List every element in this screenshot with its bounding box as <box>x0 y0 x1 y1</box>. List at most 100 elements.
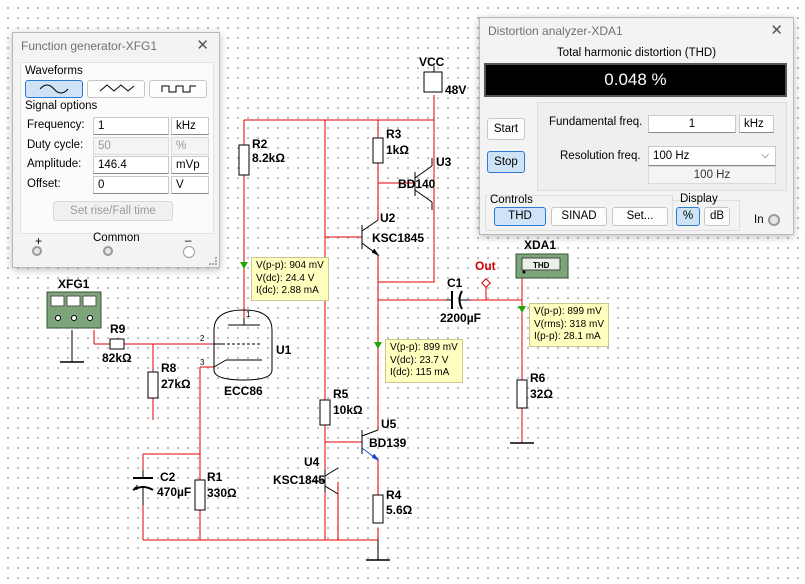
out-connector[interactable] <box>481 278 491 288</box>
terminal-plus-connector[interactable] <box>32 246 42 256</box>
display-label: Display <box>680 193 718 205</box>
r9-name: R9 <box>110 322 126 336</box>
sine-wave-button[interactable] <box>25 80 83 98</box>
r9-value: 82kΩ <box>102 351 132 365</box>
amplitude-input[interactable]: 146.4 <box>93 156 169 174</box>
u1-tube[interactable] <box>213 309 273 381</box>
terminal-minus-label: _ <box>185 230 192 242</box>
r4-resistor[interactable] <box>372 494 384 524</box>
terminal-common-connector[interactable] <box>103 246 113 256</box>
probe-out-vpp: V(p-p): 899 mV <box>534 306 602 317</box>
u2-part: KSC1845 <box>372 231 424 245</box>
distortion-analyzer-title: Distortion analyzer-XDA1 <box>488 24 623 38</box>
set-rise-fall-button[interactable]: Set rise/Fall time <box>53 201 173 221</box>
vcc-source[interactable]: VCC 48V <box>419 55 466 97</box>
thd-heading: Total harmonic distortion (THD) <box>556 47 717 59</box>
xda1-icon[interactable] <box>515 253 569 279</box>
u4-transistor[interactable] <box>312 467 339 495</box>
sinad-button[interactable]: SINAD <box>551 207 607 226</box>
r6-resistor[interactable] <box>516 379 528 409</box>
xda1-label: XDA1 <box>524 238 556 252</box>
c2-value: 470µF <box>157 485 191 499</box>
resize-grip-icon[interactable] <box>209 257 217 265</box>
probe-markers <box>240 262 526 349</box>
thd-button[interactable]: THD <box>494 207 546 226</box>
out-label: Out <box>475 259 496 273</box>
db-button[interactable]: dB <box>704 207 730 226</box>
square-wave-button[interactable] <box>149 80 207 98</box>
r2-name: R2 <box>252 137 268 151</box>
fundamental-freq-input[interactable]: 1 <box>648 115 736 133</box>
amplitude-unit[interactable]: mVp <box>171 156 209 174</box>
triangle-wave-button[interactable] <box>87 80 145 98</box>
r3-resistor[interactable] <box>372 137 384 164</box>
fundamental-freq-unit[interactable]: kHz <box>739 115 774 133</box>
c2-capacitor[interactable] <box>132 470 154 505</box>
c1-value: 2200µF <box>440 311 481 325</box>
close-icon[interactable]: ✕ <box>770 22 783 39</box>
distortion-analyzer-window: Distortion analyzer-XDA1 ✕ Total harmoni… <box>479 17 794 235</box>
close-icon[interactable]: ✕ <box>196 37 209 54</box>
offset-input[interactable]: 0 <box>93 176 169 194</box>
start-button[interactable]: Start <box>487 118 525 140</box>
r5-value: 10kΩ <box>333 403 363 417</box>
resolution-freq-readout: 100 Hz <box>648 166 776 184</box>
xfg1-label: XFG1 <box>58 277 90 291</box>
u1-pin1: 1 <box>246 310 251 319</box>
u1-part: ECC86 <box>224 384 263 398</box>
stop-button[interactable]: Stop <box>487 151 525 173</box>
u2-transistor[interactable] <box>361 219 380 257</box>
chevron-down-icon: ⌵ <box>761 150 769 161</box>
r5-resistor[interactable] <box>319 399 331 426</box>
input-connector[interactable] <box>768 214 780 226</box>
u5-transistor[interactable] <box>361 429 380 462</box>
resolution-freq-select[interactable]: 100 Hz ⌵ <box>648 146 776 166</box>
r9-resistor[interactable] <box>109 338 125 350</box>
duty-cycle-unit[interactable]: % <box>171 137 209 155</box>
frequency-label: Frequency: <box>27 119 85 131</box>
probe-plate-idc: I(dc): 2.88 mA <box>256 285 319 296</box>
probe-mid-vpp: V(p-p): 899 mV <box>390 342 458 353</box>
probe-plate: V(p-p): 904 mV V(dc): 24.4 V I(dc): 2.88… <box>251 257 329 301</box>
u1-pin2: 2 <box>200 334 205 343</box>
u3-transistor[interactable] <box>414 158 433 210</box>
r1-name: R1 <box>207 470 223 484</box>
probe-out-vrms: V(rms): 318 mV <box>534 318 605 330</box>
c1-capacitor[interactable] <box>446 290 470 310</box>
u5-part: BD139 <box>369 436 407 450</box>
u2-name: U2 <box>380 211 396 225</box>
set-button[interactable]: Set... <box>612 207 668 226</box>
terminal-minus-connector[interactable] <box>183 246 195 258</box>
xfg1-icon[interactable] <box>46 291 102 329</box>
r8-name: R8 <box>161 361 177 375</box>
percent-button[interactable]: % <box>676 207 700 226</box>
controls-label: Controls <box>490 194 533 206</box>
u1-name: U1 <box>276 343 292 357</box>
probe-mid-vdc: V(dc): 23.7 V <box>390 354 449 366</box>
r2-value: 8.2kΩ <box>252 151 285 165</box>
probe-plate-vpp: V(p-p): 904 mV <box>256 260 324 271</box>
function-generator-titlebar[interactable]: Function generator-XFG1 ✕ <box>13 33 219 59</box>
r3-name: R3 <box>386 127 402 141</box>
function-generator-title: Function generator-XFG1 <box>21 39 158 53</box>
probe-out: V(p-p): 899 mV V(rms): 318 mV I(p-p): 28… <box>529 303 610 347</box>
ground-symbols <box>60 330 534 561</box>
r2-resistor[interactable] <box>238 144 250 176</box>
probe-mid: V(p-p): 899 mV V(dc): 23.7 V I(dc): 115 … <box>385 339 463 383</box>
duty-cycle-input[interactable]: 50 <box>93 137 169 155</box>
r8-resistor[interactable] <box>147 371 159 399</box>
r1-resistor[interactable] <box>194 479 206 511</box>
u3-name: U3 <box>436 155 452 169</box>
terminal-plus-label: + <box>35 234 43 248</box>
amplitude-label: Amplitude: <box>27 158 82 170</box>
distortion-analyzer-titlebar[interactable]: Distortion analyzer-XDA1 ✕ <box>480 18 793 44</box>
resolution-freq-value: 100 Hz <box>653 150 690 162</box>
thd-display: 0.048 % <box>484 63 787 97</box>
offset-unit[interactable]: V <box>171 176 209 194</box>
frequency-unit[interactable]: kHz <box>171 117 209 135</box>
function-generator-window: Function generator-XFG1 ✕ Waveforms Sign… <box>12 32 220 268</box>
u4-part: KSC1845 <box>273 473 325 487</box>
u4-name: U4 <box>304 455 320 469</box>
frequency-input[interactable]: 1 <box>93 117 169 135</box>
